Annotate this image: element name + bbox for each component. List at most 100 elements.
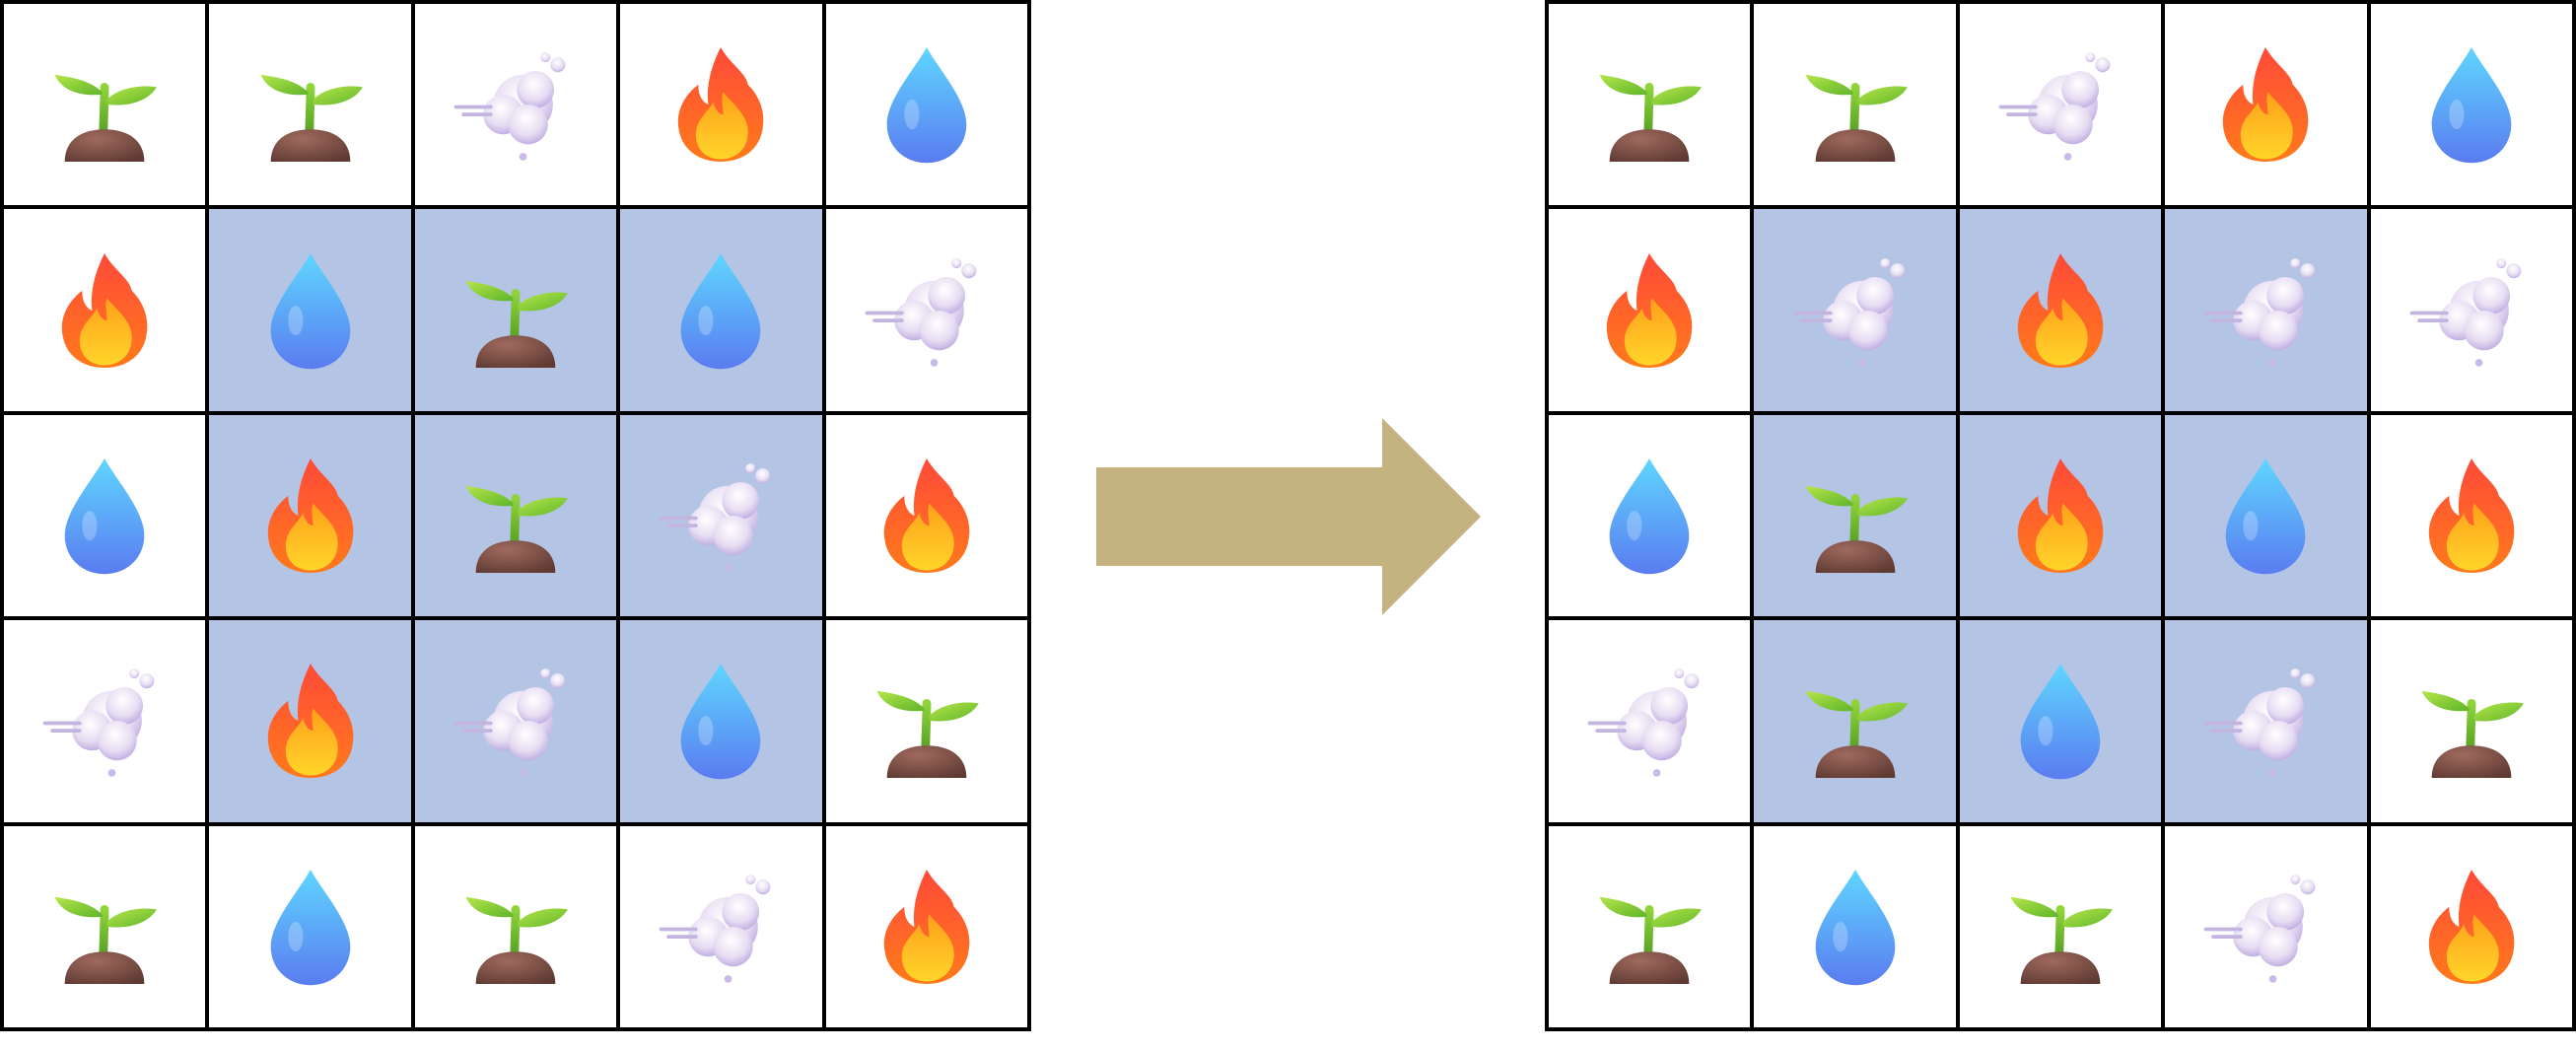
sprout-icon (42, 42, 167, 167)
grid-cell (825, 414, 1027, 617)
grid-cell (825, 825, 1027, 1027)
grid-cell (2165, 4, 2367, 206)
grid-cell (414, 825, 617, 1027)
sprout-icon (453, 865, 578, 989)
grid-cell (620, 825, 822, 1027)
wind-cloud-icon (659, 454, 783, 578)
grid-cell (209, 414, 411, 617)
sprout-icon (453, 454, 578, 578)
grid-cell (4, 825, 206, 1027)
sprout-icon (865, 659, 989, 783)
arrow-shape (1096, 418, 1481, 615)
wind-cloud-icon (2409, 248, 2534, 373)
fire-icon (1587, 248, 1711, 373)
water-drop-icon (2409, 42, 2534, 167)
water-drop-icon (248, 865, 373, 989)
wind-cloud-icon (1793, 248, 1917, 373)
sprout-icon (1793, 659, 1917, 783)
fire-icon (42, 248, 167, 373)
grid-cell (1549, 4, 1751, 206)
sprout-icon (1793, 42, 1917, 167)
grid-cell (414, 209, 617, 411)
grid-cell (209, 4, 411, 206)
water-drop-icon (1587, 454, 1711, 578)
grid-cell (1959, 620, 2162, 822)
grid-cell (414, 620, 617, 822)
fire-icon (2409, 865, 2534, 989)
grid-cell (2165, 620, 2367, 822)
wind-cloud-icon (2203, 659, 2328, 783)
grid-cell (1754, 414, 1956, 617)
grid-cell (2370, 825, 2572, 1027)
grid-cell (2370, 4, 2572, 206)
fire-icon (2203, 42, 2328, 167)
sprout-icon (1587, 865, 1711, 989)
grid-cell (1549, 620, 1751, 822)
grid-cell (1959, 825, 2162, 1027)
grid-cell (209, 209, 411, 411)
grid-cell (2165, 414, 2367, 617)
water-drop-icon (248, 248, 373, 373)
grid-cell (2370, 209, 2572, 411)
water-drop-icon (1793, 865, 1917, 989)
wind-cloud-icon (453, 42, 578, 167)
grid-cell (620, 4, 822, 206)
grid-cell (209, 825, 411, 1027)
wind-cloud-icon (453, 659, 578, 783)
sprout-icon (1793, 454, 1917, 578)
water-drop-icon (42, 454, 167, 578)
water-drop-icon (1998, 659, 2123, 783)
sprout-icon (248, 42, 373, 167)
sprout-icon (1587, 42, 1711, 167)
grid-cell (1754, 4, 1956, 206)
output-grid (1545, 0, 2576, 1031)
input-grid (0, 0, 1031, 1031)
sprout-icon (42, 865, 167, 989)
fire-icon (865, 865, 989, 989)
grid-cell (1959, 414, 2162, 617)
wind-cloud-icon (2203, 248, 2328, 373)
fire-icon (1998, 248, 2123, 373)
grid-cell (825, 620, 1027, 822)
grid-cell (4, 414, 206, 617)
grid-cell (620, 209, 822, 411)
grid-cell (1549, 414, 1751, 617)
grid-cell (2370, 620, 2572, 822)
grid-cell (1754, 825, 1956, 1027)
wind-cloud-icon (659, 865, 783, 989)
grid-cell (1754, 209, 1956, 411)
wind-cloud-icon (1587, 659, 1711, 783)
grid-cell (1754, 620, 1956, 822)
grid-cell (4, 4, 206, 206)
wind-cloud-icon (2203, 865, 2328, 989)
grid-cell (2370, 414, 2572, 617)
grid-cell (1959, 4, 2162, 206)
fire-icon (659, 42, 783, 167)
fire-icon (248, 454, 373, 578)
grid-cell (4, 209, 206, 411)
grid-cell (414, 414, 617, 617)
wind-cloud-icon (865, 248, 989, 373)
water-drop-icon (659, 248, 783, 373)
fire-icon (248, 659, 373, 783)
wind-cloud-icon (42, 659, 167, 783)
water-drop-icon (659, 659, 783, 783)
grid-cell (2165, 209, 2367, 411)
grid-cell (1549, 825, 1751, 1027)
water-drop-icon (865, 42, 989, 167)
transformation-arrow (1096, 418, 1481, 615)
grid-cell (1959, 209, 2162, 411)
grid-cell (1549, 209, 1751, 411)
grid-cell (2165, 825, 2367, 1027)
grid-cell (620, 620, 822, 822)
sprout-icon (1998, 865, 2123, 989)
grid-cell (209, 620, 411, 822)
wind-cloud-icon (1998, 42, 2123, 167)
grid-cell (825, 209, 1027, 411)
water-drop-icon (2203, 454, 2328, 578)
fire-icon (1998, 454, 2123, 578)
grid-cell (4, 620, 206, 822)
grid-cell (825, 4, 1027, 206)
sprout-icon (2409, 659, 2534, 783)
fire-icon (2409, 454, 2534, 578)
